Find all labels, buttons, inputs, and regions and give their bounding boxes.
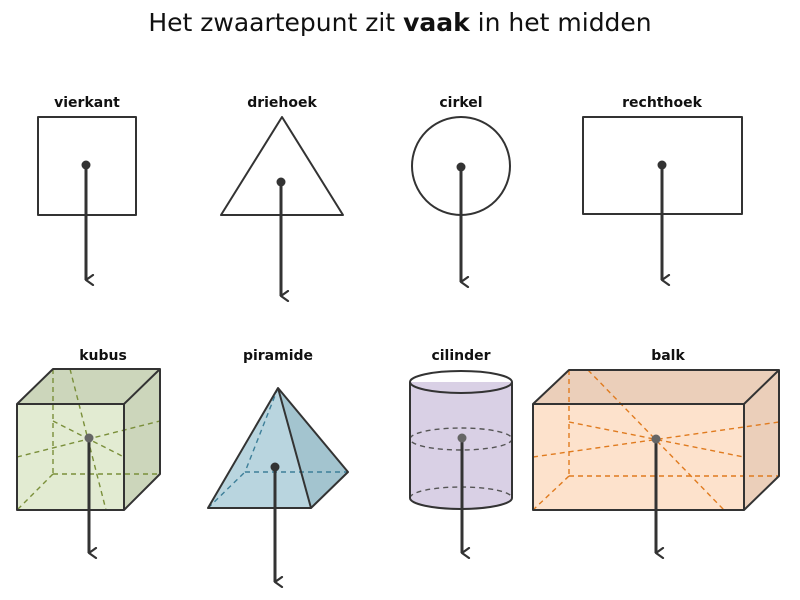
pyramid-shape: piramide xyxy=(207,348,349,582)
rectangle-label: rechthoek xyxy=(622,95,702,111)
pyramid-side-face xyxy=(278,388,348,508)
cube-side-face xyxy=(124,369,160,510)
pyramid-edges xyxy=(207,387,349,509)
cube-label: kubus xyxy=(79,348,127,364)
cube-top-face xyxy=(17,369,160,404)
box-front-face xyxy=(533,404,744,510)
square-shape: vierkant xyxy=(37,95,137,280)
box-side-face xyxy=(744,370,779,510)
circle-shape: cirkel xyxy=(411,95,511,282)
cube-centroid xyxy=(84,433,94,443)
cube-front-face xyxy=(17,404,124,510)
title-before: Het zwaartepunt zit xyxy=(148,8,404,37)
triangle-label: driehoek xyxy=(247,95,317,111)
title-bold: vaak xyxy=(403,8,470,37)
pyramid-label: piramide xyxy=(243,348,313,364)
box-edges xyxy=(532,369,780,511)
cylinder-shape: cilinder xyxy=(409,348,513,553)
circle-label: cirkel xyxy=(439,95,482,111)
rectangle-centroid xyxy=(657,160,667,170)
rectangle-shape: rechthoek xyxy=(582,95,743,280)
triangle-shape: driehoek xyxy=(220,95,344,296)
circle-centroid xyxy=(456,162,466,172)
triangle-centroid xyxy=(276,177,286,187)
square-label: vierkant xyxy=(54,95,120,111)
box-centroid xyxy=(651,434,661,444)
pyramid-hidden-lines xyxy=(207,387,348,509)
cylinder-centroid xyxy=(457,433,467,443)
cylinder-label: cilinder xyxy=(431,348,490,364)
cube-shape: kubus xyxy=(16,348,161,553)
box-shape: balk xyxy=(532,348,780,553)
page-title: Het zwaartepunt zit vaak in het midden xyxy=(0,8,800,37)
cube-edges xyxy=(16,368,161,511)
box-top-face xyxy=(533,370,779,404)
title-after: in het midden xyxy=(469,8,652,37)
pyramid-centroid xyxy=(270,462,280,472)
box-label: balk xyxy=(651,348,685,364)
square-centroid xyxy=(81,160,91,170)
